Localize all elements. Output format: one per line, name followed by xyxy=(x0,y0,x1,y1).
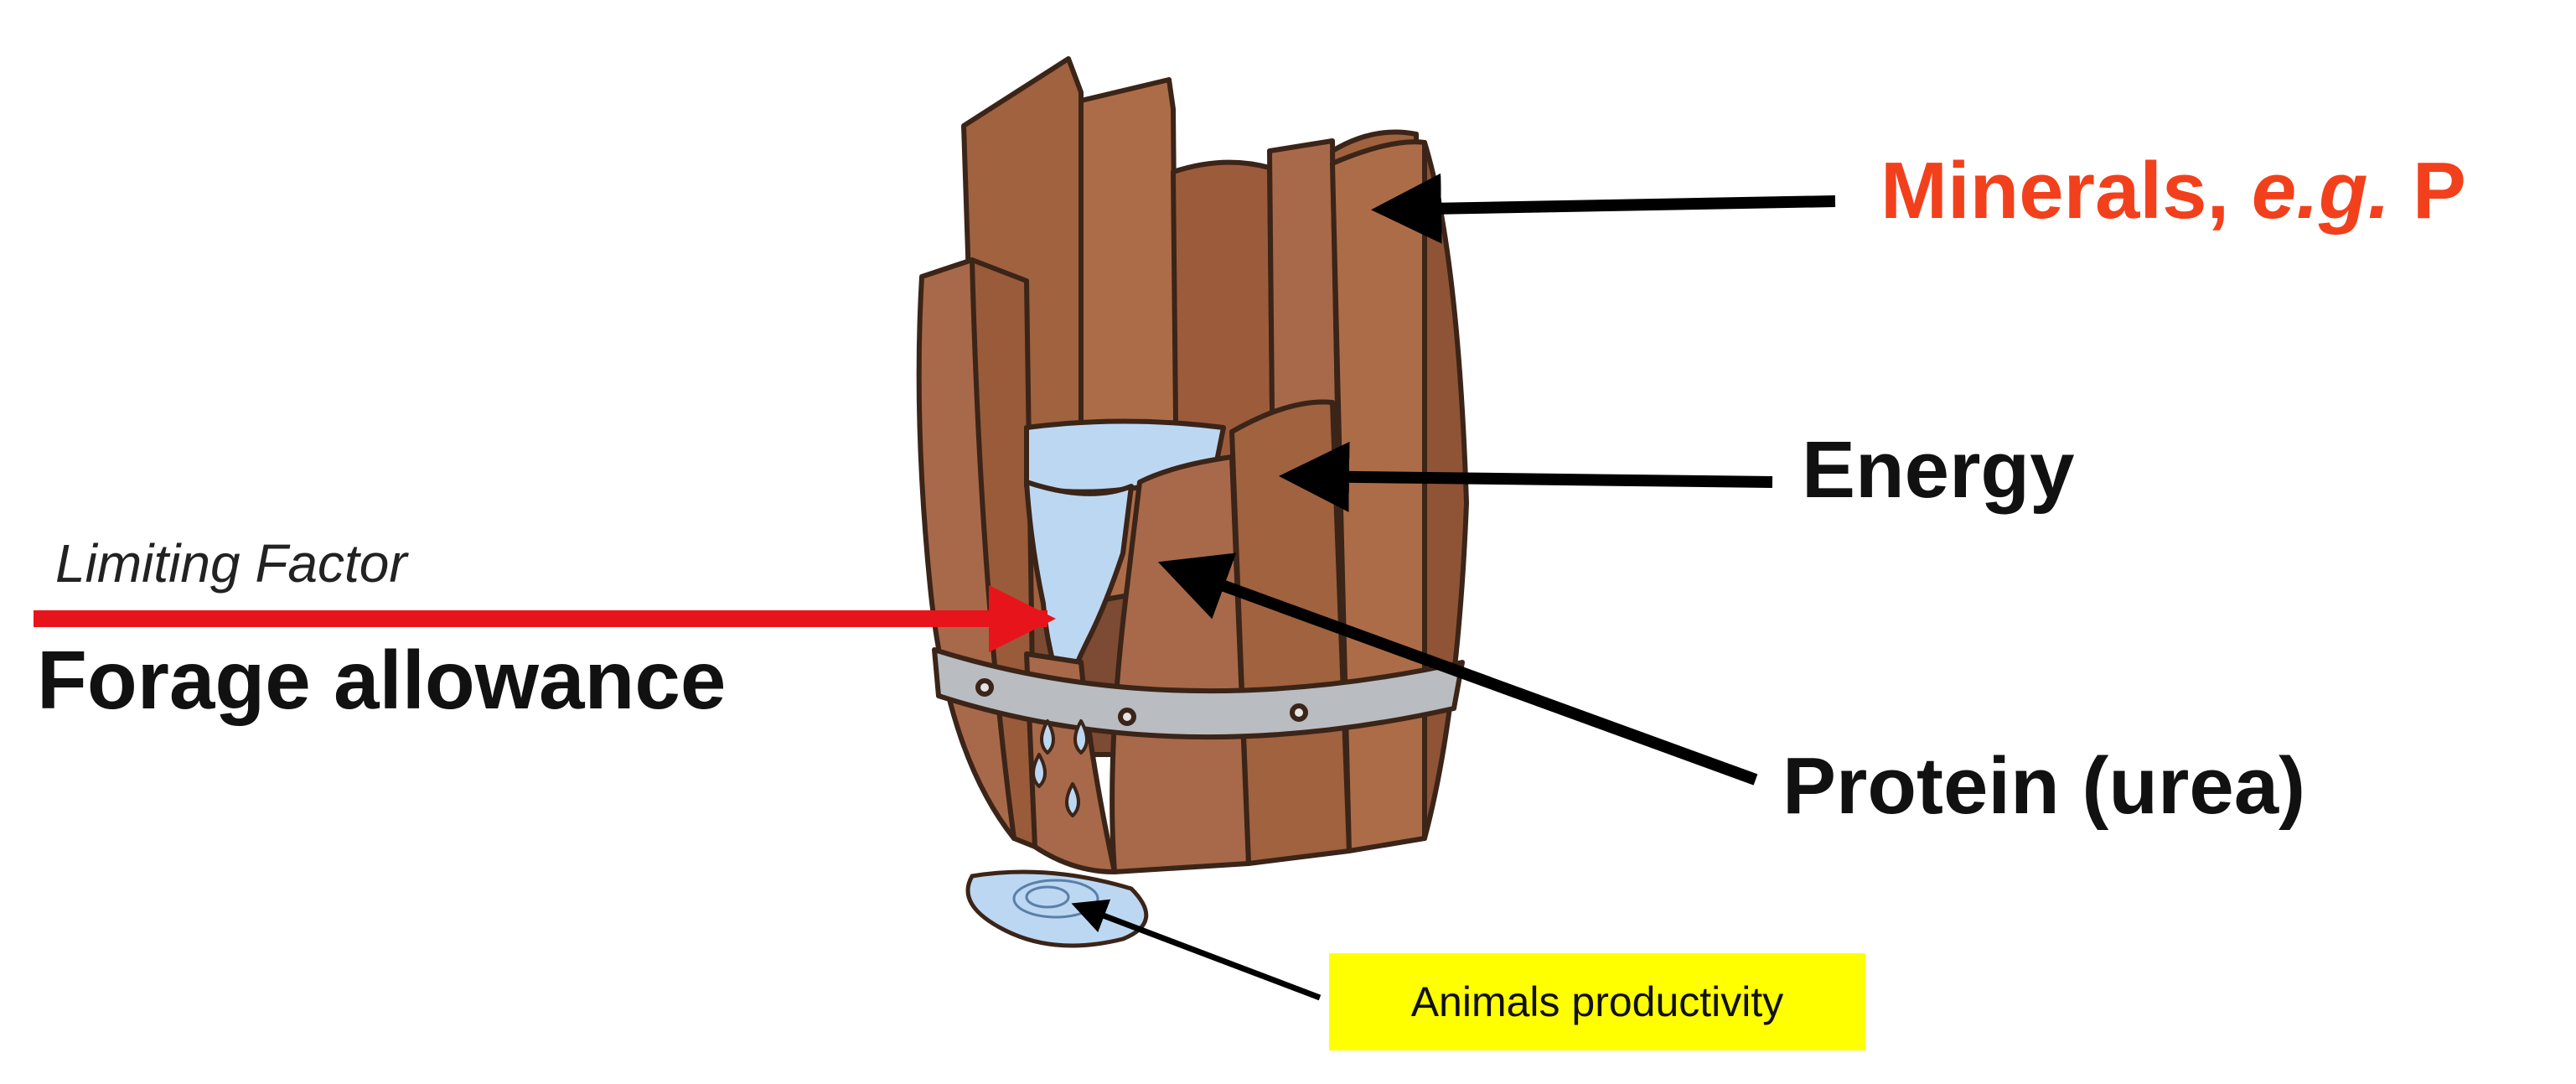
barrel-illustration xyxy=(916,56,1469,874)
arrow-productivity xyxy=(1071,899,1322,1001)
water-drop xyxy=(1040,719,1055,755)
hoop-rivet xyxy=(1118,708,1136,726)
arrow-protein xyxy=(1157,552,1758,786)
animals-productivity-box: Animals productivity xyxy=(1329,953,1865,1050)
water-drop xyxy=(1032,753,1047,788)
hoop-rivet xyxy=(1290,703,1308,722)
label-minerals: Minerals, e.g. P xyxy=(1880,146,2466,236)
hoop-rivet xyxy=(975,678,994,697)
puddle-ripple xyxy=(1012,879,1099,919)
water-drop xyxy=(1073,719,1089,755)
stave-right-2 xyxy=(1422,140,1469,841)
stave-right-1 xyxy=(1330,139,1435,853)
label-protein: Protein (urea) xyxy=(1782,741,2306,831)
puddle-ripple xyxy=(1025,885,1070,909)
label-forage-allowance: Forage allowance xyxy=(37,634,727,726)
arrow-energy xyxy=(1279,441,1773,512)
water-puddle xyxy=(965,869,1149,948)
label-energy: Energy xyxy=(1802,425,2075,515)
label-limiting-factor: Limiting Factor xyxy=(55,533,407,594)
arrow-minerals xyxy=(1371,173,1836,244)
water-drop xyxy=(1065,782,1080,817)
label-animals-productivity: Animals productivity xyxy=(1410,978,1784,1025)
